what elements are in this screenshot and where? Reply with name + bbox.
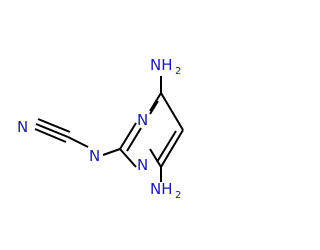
nitrile-n: N <box>17 118 28 136</box>
bond-c4-inner <box>149 100 159 115</box>
bond-triple-1 <box>35 123 69 138</box>
ring-n-top: N <box>137 111 148 129</box>
bond-n1-c2 <box>119 148 137 168</box>
bond-c2-n3-double <box>126 127 142 152</box>
linking-n: N <box>89 147 100 165</box>
structure-diagram: N N NH 2 NH 2 N N <box>17 56 184 201</box>
amino-bottom-subscript: 2 <box>175 190 181 201</box>
bond-n3-c4 <box>149 92 162 112</box>
bond-c2-nlink <box>102 148 121 156</box>
bond-c4-c5 <box>160 92 184 131</box>
bond-c5-c6-double <box>156 130 177 163</box>
bond-c2-n3 <box>119 122 137 150</box>
molecule-svg: N N NH 2 NH 2 N N <box>17 56 184 201</box>
bond-c5-c6 <box>160 129 184 168</box>
bond-triple-2 <box>34 128 67 143</box>
bond-nlink-cn <box>67 136 89 148</box>
amino-top-subscript: 2 <box>175 66 181 77</box>
amino-top-label: NH <box>150 56 173 74</box>
bond-triple-3 <box>37 118 71 133</box>
pyrimidine-ring <box>119 92 184 168</box>
bond-c6-n1 <box>149 148 162 168</box>
amino-bottom-label: NH <box>150 180 173 198</box>
ring-n-bottom: N <box>137 156 148 174</box>
